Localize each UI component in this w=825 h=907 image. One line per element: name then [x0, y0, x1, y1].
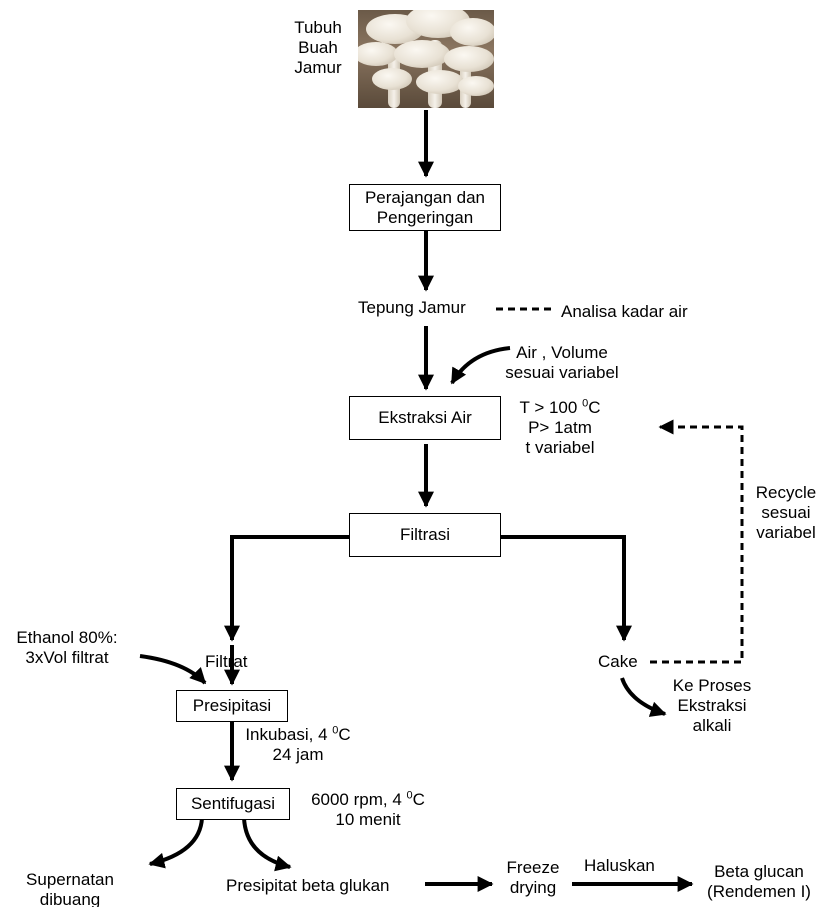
- ke-proses-line2: Ekstraksi: [677, 696, 747, 715]
- air-volume-line2: sesuai variabel: [505, 363, 619, 382]
- freeze-drying-line1: Freeze: [506, 858, 560, 877]
- sentifugasi-kondisi-line2: 10 menit: [335, 810, 401, 829]
- arrow-sentifugasi-to-supernatan: [148, 817, 204, 869]
- arrow-ethanol-to-presipitasi: [139, 654, 207, 685]
- kondisi-waktu: t variabel: [525, 438, 595, 457]
- haluskan-label: Haluskan: [584, 856, 655, 875]
- supernatan-line1: Supernatan: [26, 870, 114, 889]
- perajangan-box: Perajangan dan Pengeringan: [349, 184, 501, 231]
- ethanol-line2: 3xVol filtrat: [25, 648, 109, 667]
- freeze-drying-label: Freeze drying: [497, 858, 569, 898]
- line-filtrasi-left: [224, 535, 349, 642]
- inkubasi-line1: Inkubasi, 4 0C: [245, 724, 351, 744]
- filtrat-label: Filtrat: [205, 652, 248, 671]
- tubuh-buah-jamur-line1: Tubuh: [294, 18, 342, 37]
- line-filtrasi-right: [500, 535, 632, 642]
- kondisi-tekanan: P> 1atm: [528, 418, 592, 437]
- sentifugasi-box: Sentifugasi: [176, 788, 290, 820]
- tubuh-buah-jamur-line2: Buah: [298, 38, 338, 57]
- ke-proses-line3: alkali: [692, 716, 732, 735]
- tubuh-buah-jamur-line3: Jamur: [294, 58, 342, 77]
- sentifugasi-kondisi-label: 6000 rpm, 4 0C 10 menit: [292, 790, 444, 830]
- beta-glucan-line2: (Rendemen I): [707, 882, 811, 901]
- presipitasi-box: Presipitasi: [176, 690, 288, 722]
- ke-proses-line1: Ke Proses: [672, 676, 752, 695]
- dashed-recycle-cake-to-ekstraksi: [650, 419, 744, 664]
- cake-label: Cake: [598, 652, 638, 671]
- analisa-kadar-air-label: Analisa kadar air: [561, 302, 688, 321]
- presipitasi-label: Presipitasi: [192, 696, 272, 715]
- ethanol-line1: Ethanol 80%:: [16, 628, 118, 647]
- filtrasi-label: Filtrasi: [399, 525, 451, 544]
- ekstraksi-air-box: Ekstraksi Air: [349, 396, 501, 440]
- air-volume-label: Air , Volume sesuai variabel: [492, 343, 632, 383]
- ke-proses-label: Ke Proses Ekstraksi alkali: [664, 676, 760, 736]
- arrow-air-to-ekstraksi: [450, 346, 511, 385]
- kondisi-suhu: T > 100 0C: [519, 397, 601, 417]
- supernatan-label: Supernatan dibuang: [14, 870, 126, 907]
- inkubasi-label: Inkubasi, 4 0C 24 jam: [236, 725, 360, 765]
- perajangan-line1: Perajangan dan: [364, 187, 486, 207]
- presipitat-label: Presipitat beta glukan: [226, 876, 390, 895]
- mushroom-photo: [358, 10, 494, 108]
- arrow-cake-to-ke-proses: [620, 677, 667, 717]
- perajangan-line2: Pengeringan: [376, 207, 474, 227]
- tubuh-buah-jamur-label: Tubuh Buah Jamur: [282, 18, 354, 78]
- beta-glucan-line1: Beta glucan: [714, 862, 804, 881]
- ekstraksi-air-label: Ekstraksi Air: [378, 408, 472, 427]
- beta-glucan-label: Beta glucan (Rendemen I): [696, 862, 822, 902]
- arrow-sentifugasi-to-presipitat: [242, 817, 292, 872]
- supernatan-line2: dibuang: [39, 890, 101, 907]
- filtrasi-box: Filtrasi: [349, 513, 501, 557]
- recycle-line2: sesuai: [761, 503, 811, 522]
- recycle-line1: Recycle: [755, 483, 817, 502]
- sentifugasi-kondisi-line1: 6000 rpm, 4 0C: [311, 789, 425, 809]
- tepung-jamur-label: Tepung Jamur: [358, 298, 466, 317]
- ethanol-label: Ethanol 80%: 3xVol filtrat: [8, 628, 126, 668]
- kondisi-ekstraksi-label: T > 100 0C P> 1atm t variabel: [508, 398, 612, 458]
- inkubasi-line2: 24 jam: [272, 745, 324, 764]
- sentifugasi-label: Sentifugasi: [190, 794, 276, 813]
- freeze-drying-line2: drying: [509, 878, 557, 897]
- air-volume-line1: Air , Volume: [516, 343, 608, 362]
- recycle-line3: variabel: [756, 523, 816, 542]
- recycle-label: Recycle sesuai variabel: [748, 483, 824, 543]
